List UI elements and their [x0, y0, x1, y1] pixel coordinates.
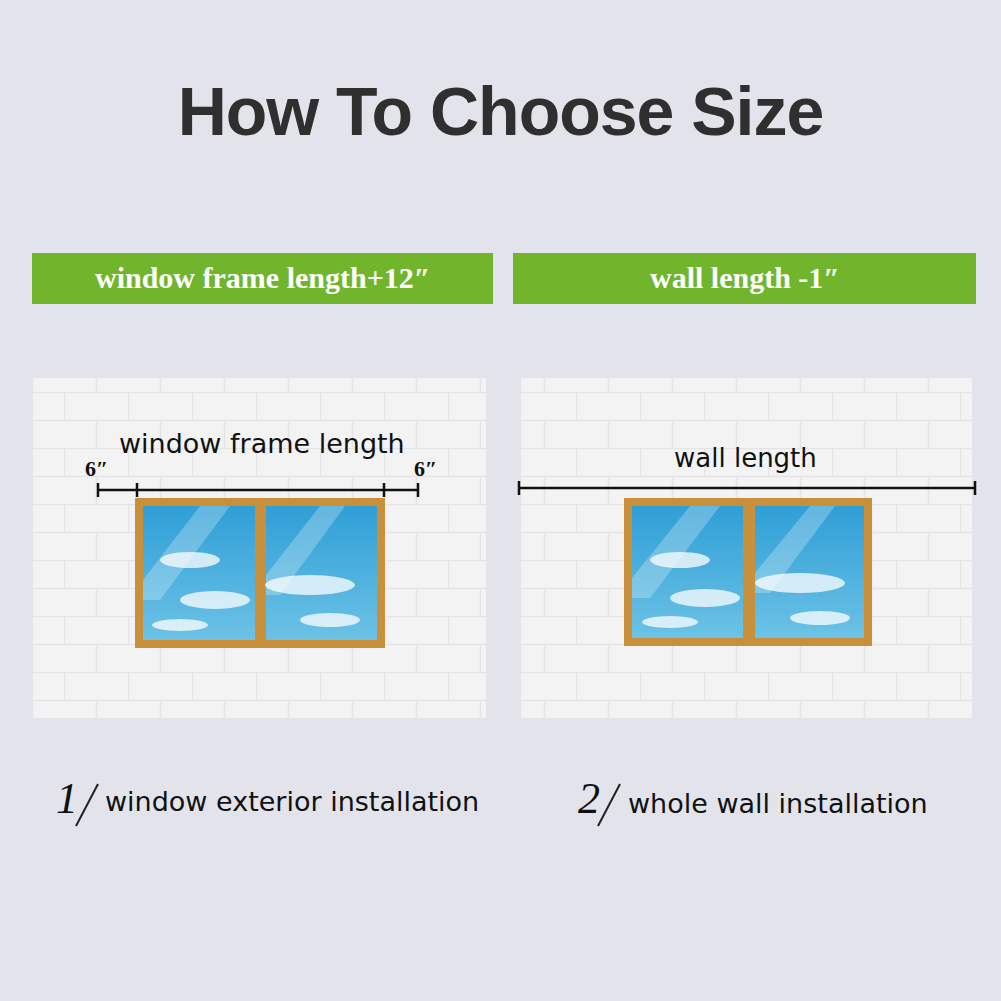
slash-mark [76, 784, 620, 826]
dimension-label: wall length [674, 444, 817, 474]
step-caption: whole wall installation [628, 788, 928, 819]
step-caption: window exterior installation [105, 786, 479, 817]
step-number: 1 [56, 774, 78, 825]
band-text: wall length -1″ [650, 261, 840, 296]
dimension-line [98, 481, 975, 497]
window-picture [624, 498, 872, 646]
dimension-value: 6″ [414, 456, 437, 481]
wall-panel: wall length [521, 378, 972, 718]
title: How To Choose Size [0, 72, 1001, 150]
wall-panel [33, 378, 972, 718]
dimension-value: 6″ [85, 456, 108, 481]
size-rule-band: wall length -1″ [513, 253, 976, 304]
window-picture [135, 498, 385, 648]
wall-panel: window frame length 6″ 6″ [33, 378, 486, 718]
step-number: 2 [578, 774, 600, 825]
band-text: window frame length+12″ [95, 261, 430, 296]
dimension-label: window frame length [119, 428, 405, 459]
size-rule-band: window frame length+12″ [32, 253, 493, 304]
